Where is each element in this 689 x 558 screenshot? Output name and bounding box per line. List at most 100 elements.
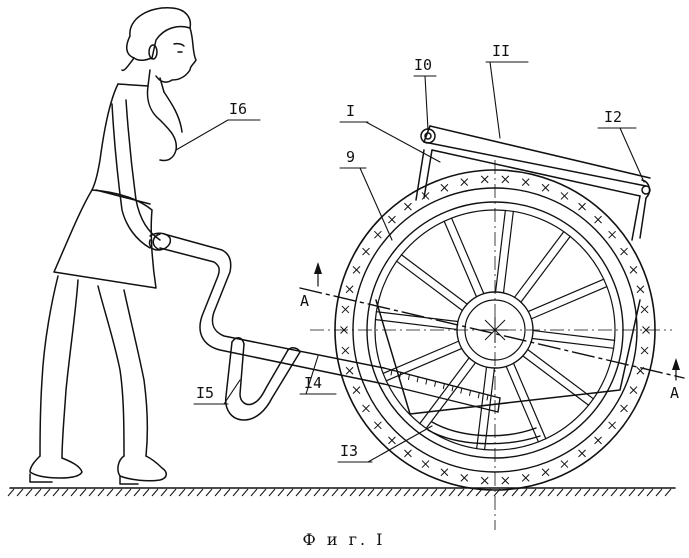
woman-figure (30, 8, 196, 484)
wheel-spoke (376, 312, 457, 322)
ground-hatch-line (143, 489, 149, 496)
wheel-spoke (504, 211, 514, 292)
wheel-spoke (532, 339, 613, 349)
axle-scale-tick (470, 390, 471, 395)
cart-handle-frame (153, 234, 384, 384)
wheel-spoke (515, 232, 564, 298)
wheel-spoke (477, 367, 487, 448)
ground-hatch-line (530, 489, 536, 496)
label-1: I (346, 102, 355, 120)
axle-scale-tick (417, 377, 418, 382)
ground-hatch-line (242, 489, 248, 496)
axle-scale-tick (435, 381, 436, 386)
ground-hatch-line (584, 489, 590, 496)
figure-caption: Ф и г. I (303, 530, 386, 549)
cart-wheel (310, 160, 672, 530)
ground-hatch-line (197, 489, 203, 496)
ground-hatch-line (35, 489, 41, 496)
ground-hatch-line (458, 489, 464, 496)
ground-hatch-line (638, 489, 644, 496)
axle-scale-tick (443, 384, 444, 389)
wheel-spoke (375, 320, 456, 330)
axle-scale-tick (478, 393, 479, 398)
ground-hatch-line (377, 489, 383, 496)
wheel-spoke (528, 279, 603, 311)
ground-hatch-line (656, 489, 662, 496)
ground-hatch-line (62, 489, 68, 496)
ground-hatch-line (125, 489, 131, 496)
ground-hatch-line (161, 489, 167, 496)
ground-hatch-line (233, 489, 239, 496)
ground-hatch-line (611, 489, 617, 496)
ground-hatch-line (188, 489, 194, 496)
ground-hatch-line (152, 489, 158, 496)
wheel-spoke (528, 350, 594, 399)
leader-lines (176, 62, 644, 462)
ground-hatch-line (44, 489, 50, 496)
ground-hatch-line (332, 489, 338, 496)
ground-hatch-line (566, 489, 572, 496)
label-13: I3 (340, 442, 358, 460)
ground-hatch-line (629, 489, 635, 496)
cart-stand (226, 338, 300, 420)
wheel-spoke (533, 331, 614, 341)
ground-hatch-line (350, 489, 356, 496)
ground-hatch-line (431, 489, 437, 496)
ground-hatch-line (386, 489, 392, 496)
ground-hatch-line (278, 489, 284, 496)
ground-hatch-line (548, 489, 554, 496)
ground-hatching (8, 488, 675, 496)
axle-scale-tick (461, 388, 462, 393)
cart-body (376, 126, 650, 414)
wheel-spoke (386, 349, 461, 381)
ground-hatch-line (17, 489, 23, 496)
ground-hatch-line (296, 489, 302, 496)
axle-scale-tick (426, 379, 427, 384)
label-10: I0 (414, 56, 432, 74)
ground-hatch-line (413, 489, 419, 496)
ground-hatch-line (8, 489, 14, 496)
label-9: 9 (346, 148, 355, 166)
ground-hatch-line (269, 489, 275, 496)
ground-hatch-line (224, 489, 230, 496)
ground-hatch-line (620, 489, 626, 496)
ground-hatch-line (359, 489, 365, 496)
wheel-spoke (521, 236, 570, 302)
wheel-spoke (383, 341, 458, 373)
ground-hatch-line (647, 489, 653, 496)
ground-hatch-line (80, 489, 86, 496)
ground-hatch-line (170, 489, 176, 496)
ground-hatch-line (368, 489, 374, 496)
ground-hatch-line (395, 489, 401, 496)
ground-hatch-line (116, 489, 122, 496)
ground-hatch-line (521, 489, 527, 496)
ground-hatch-line (314, 489, 320, 496)
ground-hatch-line (215, 489, 221, 496)
axle-scale-tick (391, 370, 392, 375)
wheel-spoke (452, 218, 484, 293)
axle-scale-tick (408, 375, 409, 380)
ground-hatch-line (539, 489, 545, 496)
label-12: I2 (604, 108, 622, 126)
ground-hatch-line (422, 489, 428, 496)
ground-hatch-line (440, 489, 446, 496)
ground-hatch-line (449, 489, 455, 496)
ground-hatch-line (98, 489, 104, 496)
ground-hatch-line (107, 489, 113, 496)
wheel-spoke (506, 367, 538, 442)
ground-hatch-line (512, 489, 518, 496)
ground-hatch-line (206, 489, 212, 496)
ground-hatch-line (557, 489, 563, 496)
section-label-a-left: A (300, 292, 309, 310)
ground-hatch-line (71, 489, 77, 496)
ground-hatch-line (287, 489, 293, 496)
axle-scale-tick (487, 395, 488, 400)
ground-hatch-line (575, 489, 581, 496)
ground-hatch-line (467, 489, 473, 496)
wheel-spoke (496, 210, 506, 291)
ground-hatch-line (602, 489, 608, 496)
label-16: I6 (229, 100, 247, 118)
label-11: II (492, 42, 510, 60)
ground-hatch-line (260, 489, 266, 496)
